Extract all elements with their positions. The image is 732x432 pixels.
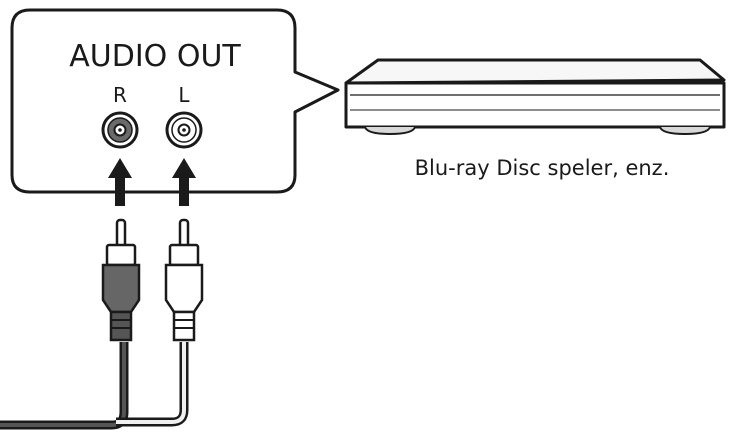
cable [0, 342, 189, 430]
blu-ray-player-icon [344, 58, 726, 136]
panel-title: AUDIO OUT [69, 39, 241, 74]
jack-right-label: R [113, 83, 127, 107]
audio-out-panel: AUDIO OUT R L [10, 8, 340, 194]
jack-left-label: L [178, 83, 190, 107]
rca-jack-red-icon [101, 111, 139, 149]
device-caption: Blu-ray Disc speler, enz. [415, 156, 670, 180]
arrow-up-icon [172, 158, 196, 206]
arrow-up-icon [108, 158, 132, 206]
rca-plug-icon [164, 218, 204, 342]
rca-jack-white-icon [165, 111, 203, 149]
rca-plug-icon [101, 218, 141, 342]
callout-bubble [10, 8, 340, 194]
